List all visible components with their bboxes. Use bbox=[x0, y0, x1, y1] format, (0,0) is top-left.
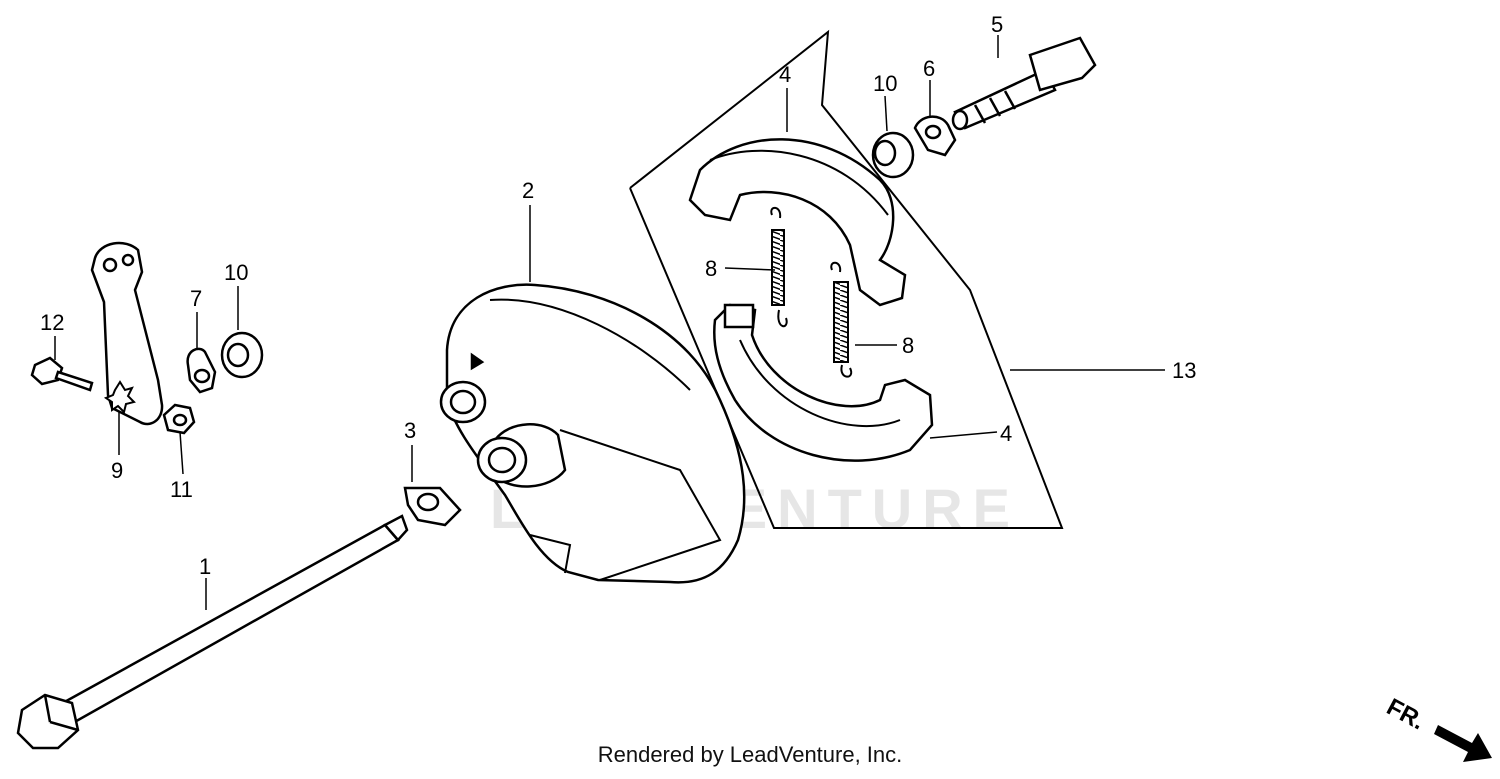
part-10-dust-seal-upper[interactable] bbox=[871, 131, 915, 179]
callout-8-upper: 8 bbox=[705, 256, 717, 281]
callout-5: 5 bbox=[991, 12, 1003, 37]
callout-10-upper: 10 bbox=[873, 71, 897, 96]
part-3-washer[interactable] bbox=[403, 486, 462, 527]
callout-8-lower: 8 bbox=[902, 333, 914, 358]
part-2-brake-panel[interactable] bbox=[439, 283, 746, 584]
callout-9: 9 bbox=[111, 458, 123, 483]
part-10-dust-seal-lower[interactable] bbox=[220, 331, 264, 379]
part-8-spring-left[interactable] bbox=[770, 206, 788, 328]
front-direction-label: FR. bbox=[1382, 693, 1429, 735]
assembly-outline bbox=[629, 29, 1064, 529]
part-4-brake-shoe-upper[interactable] bbox=[688, 138, 907, 307]
callout-1: 1 bbox=[199, 554, 211, 579]
part-1-axle[interactable] bbox=[16, 514, 409, 750]
callout-2: 2 bbox=[522, 178, 534, 203]
callout-4-lower: 4 bbox=[1000, 421, 1012, 446]
front-arrow-icon bbox=[1434, 725, 1492, 762]
callout-12: 12 bbox=[40, 310, 64, 335]
part-5-brake-cam[interactable] bbox=[951, 36, 1097, 131]
callout-4-upper: 4 bbox=[779, 62, 791, 87]
part-4-brake-shoe-lower[interactable] bbox=[713, 303, 934, 462]
footer-credit: Rendered by LeadVenture, Inc. bbox=[597, 742, 903, 767]
callout-7: 7 bbox=[190, 286, 202, 311]
part-11-nut[interactable] bbox=[162, 403, 196, 435]
leader-lines bbox=[54, 35, 1165, 610]
callout-11: 11 bbox=[170, 477, 193, 502]
callout-10-lower: 10 bbox=[224, 260, 248, 285]
part-8-spring-right[interactable] bbox=[830, 261, 853, 378]
part-9-brake-arm[interactable] bbox=[90, 241, 164, 426]
part-7-plate[interactable] bbox=[186, 347, 217, 394]
part-12-bolt[interactable] bbox=[30, 356, 94, 392]
callout-6: 6 bbox=[923, 56, 935, 81]
callout-13: 13 bbox=[1172, 358, 1196, 383]
part-6-indicator-plate[interactable] bbox=[913, 115, 957, 157]
callout-3: 3 bbox=[404, 418, 416, 443]
